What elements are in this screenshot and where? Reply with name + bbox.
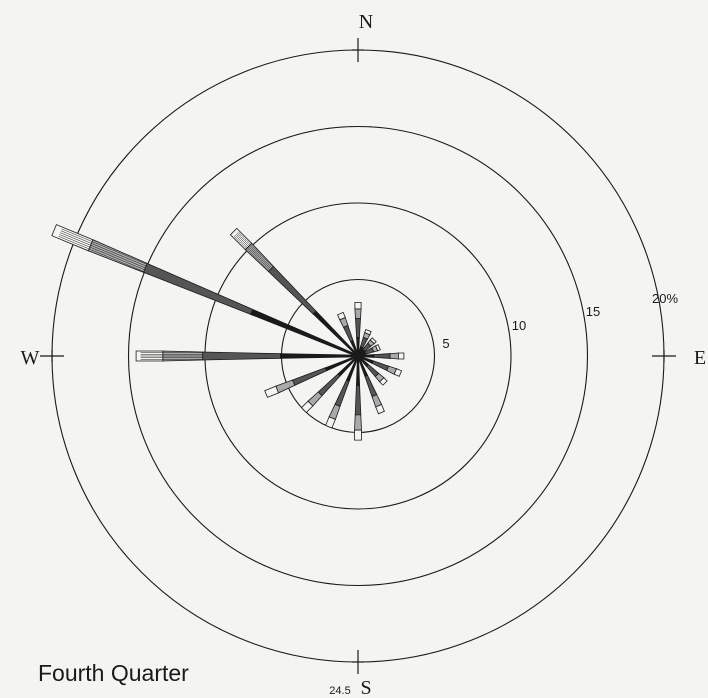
bar-WNW	[51, 224, 359, 358]
bar-SSE-segment-4	[375, 403, 385, 415]
bar-E-segment-3	[389, 352, 399, 360]
bar-S-segment-2	[354, 385, 362, 416]
bar-NW-segment-1	[312, 310, 360, 358]
bar-SE-segment-4	[379, 377, 388, 386]
bar-S-segment-3	[354, 414, 362, 431]
bar-S-segment-4	[354, 429, 362, 441]
chart-caption: Fourth Quarter	[38, 660, 189, 686]
bar-SE	[357, 355, 388, 386]
bar-ESE-segment-4	[393, 368, 403, 377]
bar-SW	[300, 355, 359, 414]
ring-label-15: 15	[586, 304, 600, 319]
bar-NW-hatch	[238, 231, 274, 267]
bars-group	[51, 224, 405, 441]
compass-label-west: W	[21, 347, 40, 369]
bar-SSE	[357, 355, 385, 415]
bar-E-segment-2	[373, 353, 391, 359]
bar-W-segment-1	[279, 353, 359, 359]
bar-WSW-segment-2	[292, 367, 328, 386]
bar-W	[135, 350, 359, 362]
bar-WSW-segment-4	[264, 385, 280, 398]
bar-SSW-segment-4	[325, 416, 336, 429]
bar-ESE	[357, 355, 403, 377]
bar-ENE	[357, 344, 381, 357]
bar-SSW-segment-2	[334, 379, 350, 408]
bar-SW-segment-4	[300, 400, 314, 414]
ring-label-10: 10	[512, 318, 526, 333]
bar-N-segment-4	[354, 301, 362, 310]
bar-NW-hatch	[233, 236, 269, 272]
bar-NW-hatch	[236, 232, 273, 269]
bar-N-segment-2	[355, 318, 361, 338]
compass-label-east: E	[694, 347, 706, 369]
bar-WNW-hatch	[58, 236, 144, 272]
bar-E-segment-4	[397, 352, 405, 360]
bar-NW-hatch	[234, 234, 271, 271]
annotation-24-5: 24.5	[329, 685, 350, 697]
ring-label-5: 5	[442, 336, 449, 351]
bar-WSW	[264, 354, 359, 398]
compass-label-north: N	[359, 11, 373, 33]
bar-NW-hatch	[235, 233, 272, 270]
bar-N	[354, 301, 362, 357]
bar-SSW	[325, 355, 360, 429]
bar-NNW-segment-2	[342, 324, 354, 343]
ring-label-20: 20%	[652, 291, 678, 306]
bar-WNW-hatch	[61, 228, 147, 265]
bar-NW	[229, 227, 360, 358]
compass-label-south: S	[360, 677, 371, 698]
ring-15	[127, 125, 589, 587]
bar-SW-segment-2	[317, 373, 341, 397]
bar-W-segment-2	[202, 351, 281, 361]
bar-ENE-segment-4	[375, 344, 381, 352]
bar-WNW-hatch	[60, 230, 147, 267]
bar-WSW-segment-3	[275, 379, 296, 394]
bar-NNE-segment-4	[364, 328, 372, 336]
center-hub	[355, 353, 361, 359]
bar-WNW-hatch	[60, 232, 146, 269]
bar-WNW-segment-2	[142, 262, 254, 315]
bar-SSE-segment-2	[364, 374, 378, 398]
bar-NE-segment-4	[369, 337, 377, 345]
bar-ESE-segment-2	[371, 360, 390, 372]
bar-WNW-hatch	[59, 234, 145, 270]
bar-S	[354, 355, 362, 441]
bar-NNW-segment-4	[337, 311, 346, 321]
bar-NW-segment-2	[267, 265, 317, 315]
compass-ticks-group	[40, 38, 676, 674]
bar-N-segment-3	[354, 308, 362, 319]
